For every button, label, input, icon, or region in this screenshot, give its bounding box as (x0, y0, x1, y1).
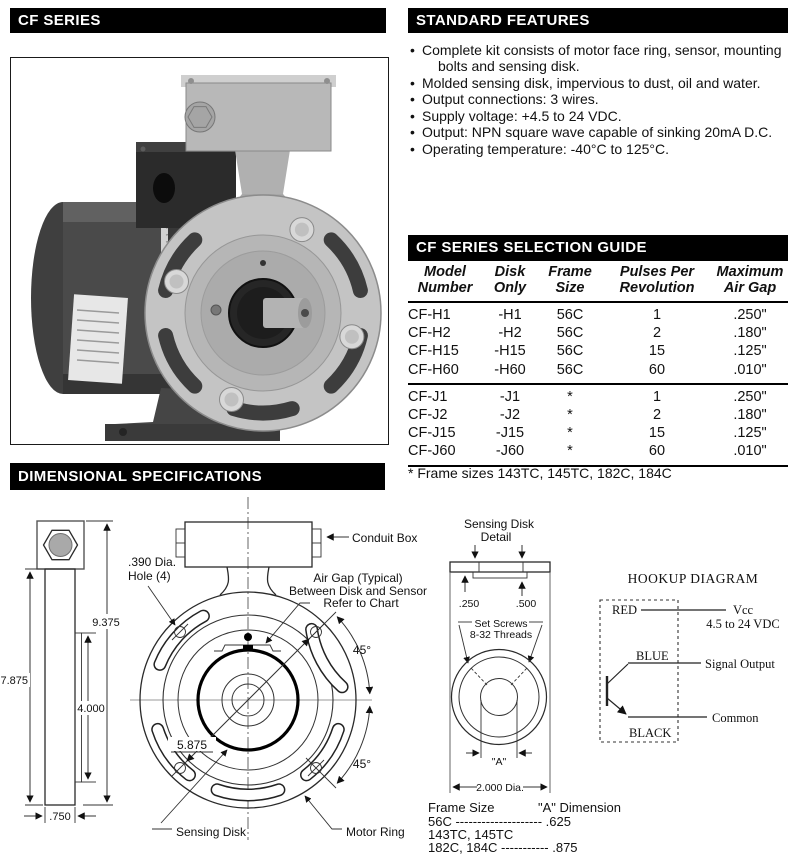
shaft (263, 298, 305, 328)
airgap-label: Air Gap (Typical) (313, 571, 402, 585)
svg-text:Between Disk and Sensor: Between Disk and Sensor (289, 584, 427, 598)
hole-label: .390 Dia. (128, 555, 176, 569)
hookup-title: HOOKUP DIAGRAM (628, 571, 759, 586)
common-label: Common (712, 711, 759, 725)
feature-item: •Output connections: 3 wires. (410, 91, 599, 107)
angle-label-bottom: 45° (353, 757, 371, 771)
frame-table-row: 143TC, 145TC (428, 827, 513, 842)
sensor-body-side (44, 568, 76, 806)
frame-size-table: Frame Size "A" Dimension 56C -----------… (428, 800, 621, 855)
product-photo-frame (10, 57, 389, 445)
svg-text:8-32 Threads: 8-32 Threads (470, 629, 532, 641)
dim-4000: 4.000 (77, 703, 105, 715)
frame-size-footnote: * Frame sizes 143TC, 145TC, 182C, 184C (408, 465, 672, 481)
motor-ring-label: Motor Ring (346, 825, 405, 839)
bullet-icon: • (410, 74, 415, 91)
side-view: 9.375 7.875 4.000 .750 (0, 520, 122, 823)
conduit-hole (153, 173, 175, 203)
disk-detail-view: Sensing Disk Detail .250 .500 Set Screws… (449, 517, 551, 794)
disk-cross-section (449, 561, 551, 573)
selection-guide-header: CF SERIES SELECTION GUIDE (408, 235, 788, 261)
table-row: CF-J15-J15*15.125" (408, 425, 767, 442)
standard-features-list: •Complete kit consists of motor face rin… (408, 42, 792, 157)
transistor-collector (606, 663, 629, 685)
dim-a: "A" (492, 756, 507, 768)
product-photo (31, 75, 382, 441)
bullet-icon: • (410, 124, 415, 140)
sensor-boundary-box (599, 599, 679, 743)
dim-500: .500 (516, 598, 537, 610)
svg-text:4.5 to 24 VDC: 4.5 to 24 VDC (706, 617, 779, 631)
dim-2000: 2.000 Dia. (476, 782, 524, 794)
frame-table-row: 182C, 184C ----------- .875 (428, 840, 578, 855)
feature-item: •Molded sensing disk, impervious to dust… (410, 74, 761, 91)
frame-table-col2: "A" Dimension (538, 800, 621, 815)
set-screw (210, 304, 222, 316)
wire-black-label: BLACK (629, 726, 671, 740)
disk-detail-title: Sensing Disk (464, 517, 535, 531)
feature-item: •Complete kit consists of motor face rin… (410, 42, 782, 74)
table-group-j: CF-J1-J1*1.250" CF-J2-J2*2.180" CF-J15-J… (408, 385, 788, 467)
col-header: Maximum Air Gap (716, 264, 784, 296)
svg-text:Detail: Detail (481, 530, 512, 544)
feature-item: •Output: NPN square wave capable of sink… (410, 124, 773, 140)
dim-9375: 9.375 (92, 617, 120, 629)
feature-item: •Operating temperature: -40°C to 125°C. (410, 140, 669, 157)
disk-outer-circle (450, 648, 548, 746)
sensing-disk-label: Sensing Disk (176, 825, 247, 839)
standard-features-header: STANDARD FEATURES (408, 8, 788, 33)
bullet-icon: • (410, 91, 415, 107)
table-header-row: Model Number Disk Only Frame Size Pulses… (408, 262, 788, 303)
table-row: CF-J2-J2*2.180" (408, 407, 767, 424)
col-header: Frame Size (548, 264, 592, 296)
col-header: Model Number (417, 264, 473, 296)
front-view: 45° 45° 5.875 .390 Dia. Hole (4) Air Gap… (128, 497, 427, 840)
dimensional-drawing: 9.375 7.875 4.000 .750 (0, 497, 780, 855)
sensor-pickup-dot (244, 633, 252, 641)
transistor-emitter (606, 697, 627, 715)
wire-blue-label: BLUE (636, 649, 669, 663)
hookup-diagram: HOOKUP DIAGRAM RED Vcc 4.5 to 24 VDC BLU… (599, 571, 780, 743)
dim-250: .250 (459, 598, 480, 610)
bolt-circle-dim: 5.875 (177, 738, 207, 752)
conduit-box-label: Conduit Box (352, 531, 417, 545)
table-row: CF-J1-J1*1.250" (408, 388, 767, 405)
dim-750: .750 (49, 811, 70, 823)
motor-label (68, 294, 128, 384)
bullet-icon: • (410, 42, 415, 58)
selection-guide-table: Model Number Disk Only Frame Size Pulses… (408, 262, 788, 467)
frame-table-row: 56C -------------------- .625 (428, 814, 571, 829)
col-header: Pulses Per Revolution (619, 264, 695, 296)
sensor-dot (260, 260, 266, 266)
ring-bolts (164, 217, 365, 412)
sensor-bracket (235, 150, 290, 194)
svg-text:Refer to Chart: Refer to Chart (323, 596, 399, 610)
dim-7875: 7.875 (0, 675, 28, 687)
bullet-icon: • (410, 140, 415, 157)
disk-hub-section (472, 571, 528, 579)
set-screws-label: Set Screws (474, 618, 527, 630)
vcc-label: Vcc (733, 603, 754, 617)
bullet-icon: • (410, 107, 415, 124)
frame-table-col1: Frame Size (428, 800, 494, 815)
col-header: Disk Only (493, 264, 527, 296)
hex-fitting-icon (42, 529, 79, 561)
front-conduit-box (184, 521, 313, 568)
svg-text:Hole (4): Hole (4) (128, 569, 171, 583)
feature-item: •Supply voltage: +4.5 to 24 VDC. (410, 107, 622, 124)
angle-label-top: 45° (353, 643, 371, 657)
table-row: CF-J60-J60*60.010" (408, 443, 767, 460)
signal-output-label: Signal Output (705, 657, 775, 671)
motor-ring-outline (139, 591, 357, 809)
dimensional-specs-header: DIMENSIONAL SPECIFICATIONS (10, 463, 385, 490)
cf-series-header: CF SERIES (10, 8, 386, 33)
disk-hub-circle (480, 678, 518, 716)
wire-red-label: RED (612, 603, 637, 617)
